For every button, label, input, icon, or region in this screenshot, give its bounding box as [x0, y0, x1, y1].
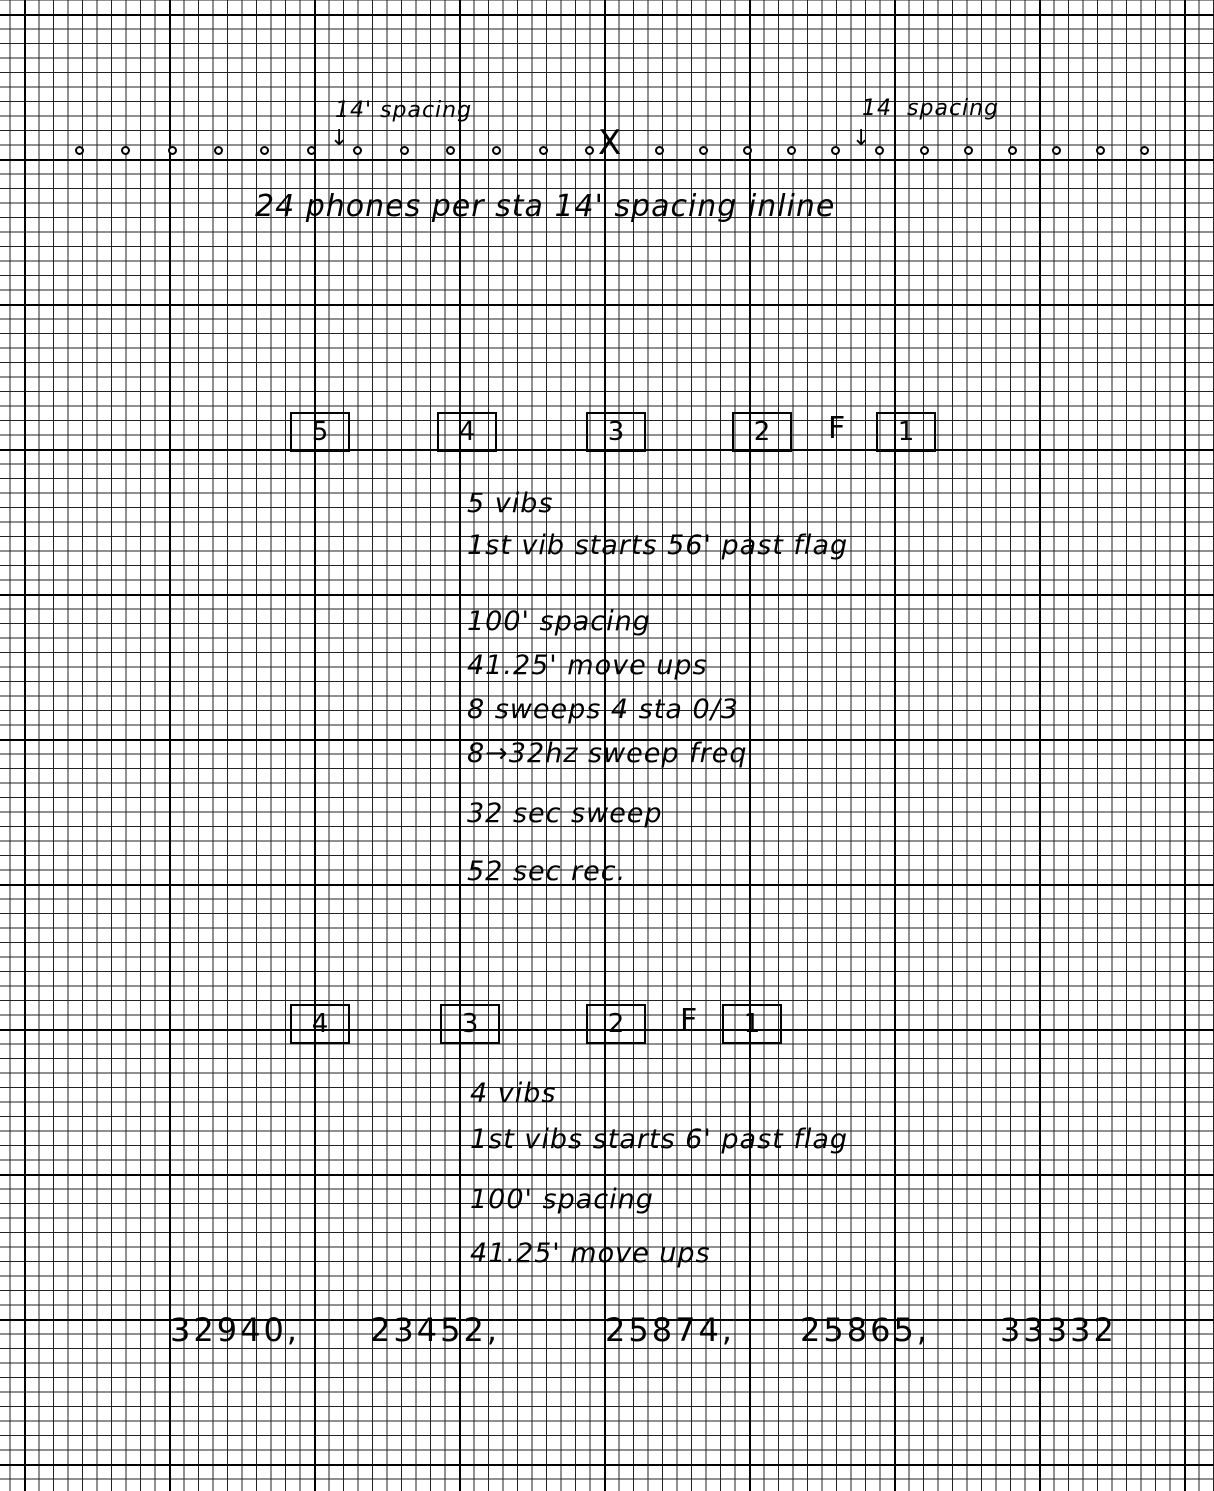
spacing-note-right: 14' spacing — [862, 98, 999, 120]
geophone-marker — [446, 146, 455, 155]
vib-number: 1 — [744, 1009, 761, 1039]
note-line: 32 sec sweep — [467, 800, 663, 827]
geophone-marker — [75, 146, 84, 155]
vib-number: 1 — [898, 417, 915, 447]
geophone-marker — [699, 146, 708, 155]
vib-box-1: 1 — [876, 412, 936, 452]
geophone-marker — [168, 146, 177, 155]
note-line: 100' spacing — [470, 1186, 654, 1213]
vib-box-2: 2 — [586, 1004, 646, 1044]
geophone-marker — [1052, 146, 1061, 155]
vib-number: 4 — [312, 1009, 329, 1039]
center-x-mark: X — [598, 126, 622, 160]
vib-number: 2 — [754, 417, 771, 447]
geophone-marker — [787, 146, 796, 155]
vib-box-4: 4 — [437, 412, 497, 452]
spacing-note-left: 14' spacing — [335, 100, 472, 122]
flag-mark: F — [828, 414, 846, 444]
geophone-marker — [121, 146, 130, 155]
geophone-marker — [920, 146, 929, 155]
vib-box-1: 1 — [722, 1004, 782, 1044]
vib-box-5: 5 — [290, 412, 350, 452]
vib-box-3: 3 — [440, 1004, 500, 1044]
arrow-down-icon: ↓ — [330, 128, 348, 150]
vib-number: 3 — [608, 417, 625, 447]
note-line: 8→32hz sweep freq — [467, 740, 747, 767]
reading-value: 32940, — [170, 1314, 300, 1346]
note-line: 1st vibs starts 6' past flag — [470, 1126, 848, 1153]
geophone-marker — [214, 146, 223, 155]
note-line: 4 vibs — [470, 1080, 556, 1107]
geophone-marker — [1140, 146, 1149, 155]
note-line: 5 vibs — [467, 490, 553, 517]
geophone-marker — [400, 146, 409, 155]
arrow-down-icon: ↓ — [852, 128, 870, 150]
geophone-marker — [307, 146, 316, 155]
reading-value: 25865, — [800, 1314, 930, 1346]
vib-number: 2 — [608, 1009, 625, 1039]
reading-value: 33332 — [1000, 1314, 1117, 1346]
note-line: 41.25' move ups — [470, 1240, 711, 1267]
vib-box-3: 3 — [586, 412, 646, 452]
geophone-marker — [1008, 146, 1017, 155]
vib-number: 4 — [459, 417, 476, 447]
flag-mark: F — [680, 1006, 698, 1036]
note-line: 41.25' move ups — [467, 652, 708, 679]
geophone-marker — [260, 146, 269, 155]
note-line: 100' spacing — [467, 608, 651, 635]
geophone-marker — [585, 146, 594, 155]
note-line: 1st vib starts 56' past flag — [467, 532, 848, 559]
vib-box-4: 4 — [290, 1004, 350, 1044]
geophone-marker — [492, 146, 501, 155]
reading-value: 25874, — [605, 1314, 735, 1346]
geophone-marker — [353, 146, 362, 155]
note-line: 8 sweeps 4 sta 0/3 — [467, 696, 739, 723]
geophone-marker — [1096, 146, 1105, 155]
reading-value: 23452, — [370, 1314, 500, 1346]
geophone-marker — [539, 146, 548, 155]
geophone-marker — [655, 146, 664, 155]
vib-number: 5 — [312, 417, 329, 447]
phones-description: 24 phones per sta 14' spacing inline — [255, 192, 835, 222]
geophone-marker — [875, 146, 884, 155]
vib-number: 3 — [462, 1009, 479, 1039]
geophone-marker — [964, 146, 973, 155]
note-line: 52 sec rec. — [467, 858, 626, 885]
geophone-marker — [831, 146, 840, 155]
geophone-marker — [743, 146, 752, 155]
vib-box-2: 2 — [732, 412, 792, 452]
